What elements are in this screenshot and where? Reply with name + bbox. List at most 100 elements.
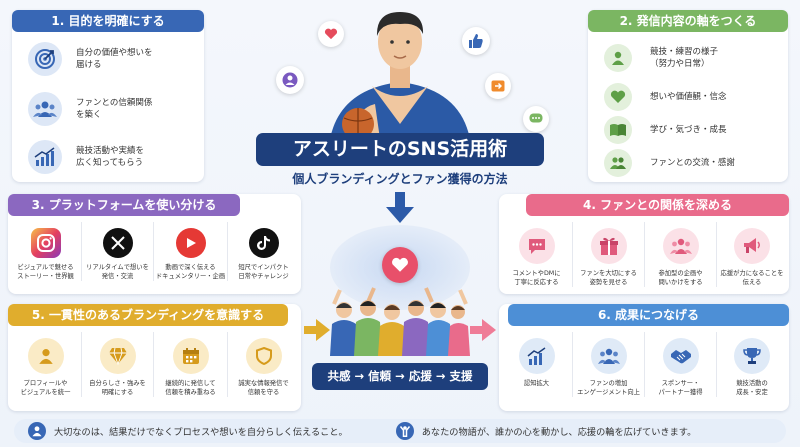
person-circle-icon <box>28 422 46 440</box>
flow-banner: 共感 → 信頼 → 応援 → 支援 <box>312 363 488 390</box>
s5-item-1: プロフィールや ビジュアルを統一 <box>10 332 82 397</box>
target-icon <box>28 42 62 76</box>
megaphone-icon <box>734 228 770 264</box>
fans-illustration <box>330 287 470 356</box>
s6-item-1-text: 認知拡大 <box>523 380 550 387</box>
s3-item-3: 動画で深く伝える ドキュメンタリー・企画 <box>154 222 228 281</box>
section-3-header: 3. プラットフォームを使い分ける <box>8 194 240 216</box>
s6-item-3: スポンサー・ パートナー獲得 <box>645 332 717 397</box>
share-bubble-icon <box>485 73 511 99</box>
flow-text: 共感 → 信頼 → 応援 → 支援 <box>327 369 473 383</box>
s5-item-3: 継続的に発信して 信頼を積み重ねる <box>154 332 228 397</box>
chat-bubble-icon <box>518 228 555 264</box>
user-bubble-icon <box>276 66 304 94</box>
s3-item-4: 短尺でインパクト 日常やチャレンジ <box>228 222 299 281</box>
s3-item-1: ビジュアルで魅せる ストーリー・世界観 <box>10 222 82 281</box>
profile-icon <box>27 338 64 374</box>
s3-item-3-text: 動画で深く伝える ドキュメンタリー・企画 <box>155 264 226 280</box>
s4-item-4: 応援が力になることを 伝える <box>717 222 787 287</box>
s6-item-4-text: 競技活動の 成長・安定 <box>736 380 768 396</box>
bottom-message-left: 大切なのは、結果だけでなくプロセスや想いを自分らしく伝えること。 <box>54 427 348 438</box>
s4-item-1: コメントやDMに 丁寧に反応する <box>501 222 573 287</box>
s1-item-3: 競技活動や実績を 広く知ってもらう <box>28 140 144 174</box>
s3-item-2: リアルタイムで想いを 発信・交流 <box>82 222 154 281</box>
s1-item-2: ファンとの信頼関係 を築く <box>28 92 152 126</box>
x-icon <box>102 228 133 258</box>
bottom-message-bar: 大切なのは、結果だけでなくプロセスや想いを自分らしく伝えること。 あなたの物語が… <box>14 419 786 443</box>
bar-chart-icon <box>518 338 555 374</box>
s6-item-2: ファンの増加 エンゲージメント向上 <box>573 332 645 397</box>
s5-item-4: 誠実な情報発信で 信頼を守る <box>228 332 299 397</box>
s4-item-2: ファンを大切にする 姿勢を見せる <box>573 222 645 287</box>
growth-chart-icon <box>28 140 62 174</box>
s2-item-4-text: ファンとの交流・感謝 <box>650 158 735 168</box>
s1-item-1: 自分の価値や想いを 届ける <box>28 42 153 76</box>
s5-row: プロフィールや ビジュアルを統一 自分らしさ・強みを 明確にする 継続的に発信し… <box>10 332 299 397</box>
diamond-icon <box>99 338 136 374</box>
s2-item-3-text: 学び・気づき・成長 <box>650 125 727 135</box>
person-icon <box>604 44 632 72</box>
shield-icon <box>245 338 282 374</box>
s6-row: 認知拡大 ファンの増加 エンゲージメント向上 スポンサー・ パートナー獲得 競技… <box>501 332 787 397</box>
s2-item-2: 想いや価値観・信念 <box>604 83 727 111</box>
s2-item-1: 競技・練習の様子 （努力や日常） <box>604 44 718 72</box>
book-icon <box>604 116 632 144</box>
trophy-icon <box>734 338 770 374</box>
s5-item-2-text: 自分らしさ・強みを 明確にする <box>89 380 146 396</box>
s5-item-3-text: 継続的に発信して 信頼を積み重ねる <box>165 380 216 396</box>
right-arrow-pink-icon <box>470 319 496 341</box>
main-title-banner: アスリートのSNS活用術 <box>256 133 544 166</box>
s3-item-2-text: リアルタイムで想いを 発信・交流 <box>86 264 149 280</box>
s1-item-3-text: 競技活動や実績を 広く知ってもらう <box>76 146 145 168</box>
cheer-person-icon <box>395 422 414 440</box>
s3-item-1-text: ビジュアルで魅せる ストーリー・世界観 <box>17 264 74 280</box>
down-arrow-icon <box>386 192 414 223</box>
s1-item-1-text: 自分の価値や想いを 届ける <box>76 48 153 70</box>
s4-item-3-text: 参加型の企画や 問いかけをする <box>658 270 703 286</box>
s5-item-1-text: プロフィールや ビジュアルを統一 <box>20 380 71 396</box>
instagram-icon <box>30 228 61 258</box>
right-arrow-icon <box>304 319 330 341</box>
heart-bubble-icon <box>318 21 344 47</box>
section-6-header: 6. 成果につなげる <box>508 304 789 326</box>
s4-item-2-text: ファンを大切にする 姿勢を見せる <box>580 270 637 286</box>
s3-item-4-text: 短尺でインパクト 日常やチャレンジ <box>238 264 289 280</box>
s6-item-1: 認知拡大 <box>501 332 573 397</box>
s2-item-4: ファンとの交流・感謝 <box>604 149 735 177</box>
heart-icon <box>604 83 632 111</box>
tiktok-icon <box>248 228 279 258</box>
section-5-header: 5. 一貫性のあるブランディングを意識する <box>8 304 288 326</box>
section-1-header: 1. 目的を明確にする <box>12 10 204 32</box>
section-4-header: 4. ファンとの関係を深める <box>526 194 789 216</box>
fans-icon <box>590 338 627 374</box>
chat-bubble-float-icon <box>523 106 549 132</box>
people-icon <box>28 92 62 126</box>
s1-item-2-text: ファンとの信頼関係 を築く <box>76 98 153 120</box>
s4-item-4-text: 応援が力になることを 伝える <box>720 270 784 286</box>
main-title: アスリートのSNS活用術 <box>292 138 508 160</box>
s2-item-2-text: 想いや価値観・信念 <box>650 92 727 102</box>
s4-row: コメントやDMに 丁寧に反応する ファンを大切にする 姿勢を見せる 参加型の企画… <box>501 222 787 287</box>
handshake-icon <box>662 338 699 374</box>
s3-row: ビジュアルで魅せる ストーリー・世界観 リアルタイムで想いを 発信・交流 動画で… <box>10 222 299 281</box>
subtitle: 個人ブランディングとファン獲得の方法 <box>292 172 508 186</box>
calendar-icon <box>172 338 209 374</box>
s6-item-3-text: スポンサー・ パートナー獲得 <box>658 380 703 396</box>
thumbs-up-bubble-icon <box>462 27 490 55</box>
athlete-illustration <box>330 12 470 139</box>
s5-item-2: 自分らしさ・強みを 明確にする <box>82 332 154 397</box>
group-icon <box>662 228 699 264</box>
s2-item-3: 学び・気づき・成長 <box>604 116 727 144</box>
bottom-message-right: あなたの物語が、誰かの心を動かし、応援の輪を広げていきます。 <box>421 427 697 438</box>
s4-item-3: 参加型の企画や 問いかけをする <box>645 222 717 287</box>
community-icon <box>604 149 632 177</box>
s4-item-1-text: コメントやDMに 丁寧に反応する <box>512 270 561 286</box>
s6-item-4: 競技活動の 成長・安定 <box>717 332 787 397</box>
section-2-header: 2. 発信内容の軸をつくる <box>588 10 788 32</box>
s5-item-4-text: 誠実な情報発信で 信頼を守る <box>238 380 289 396</box>
s6-item-2-text: ファンの増加 エンゲージメント向上 <box>577 380 640 396</box>
youtube-icon <box>175 228 206 258</box>
gift-icon <box>590 228 627 264</box>
s2-item-1-text: 競技・練習の様子 （努力や日常） <box>650 47 719 69</box>
center-heart-icon <box>382 247 418 283</box>
